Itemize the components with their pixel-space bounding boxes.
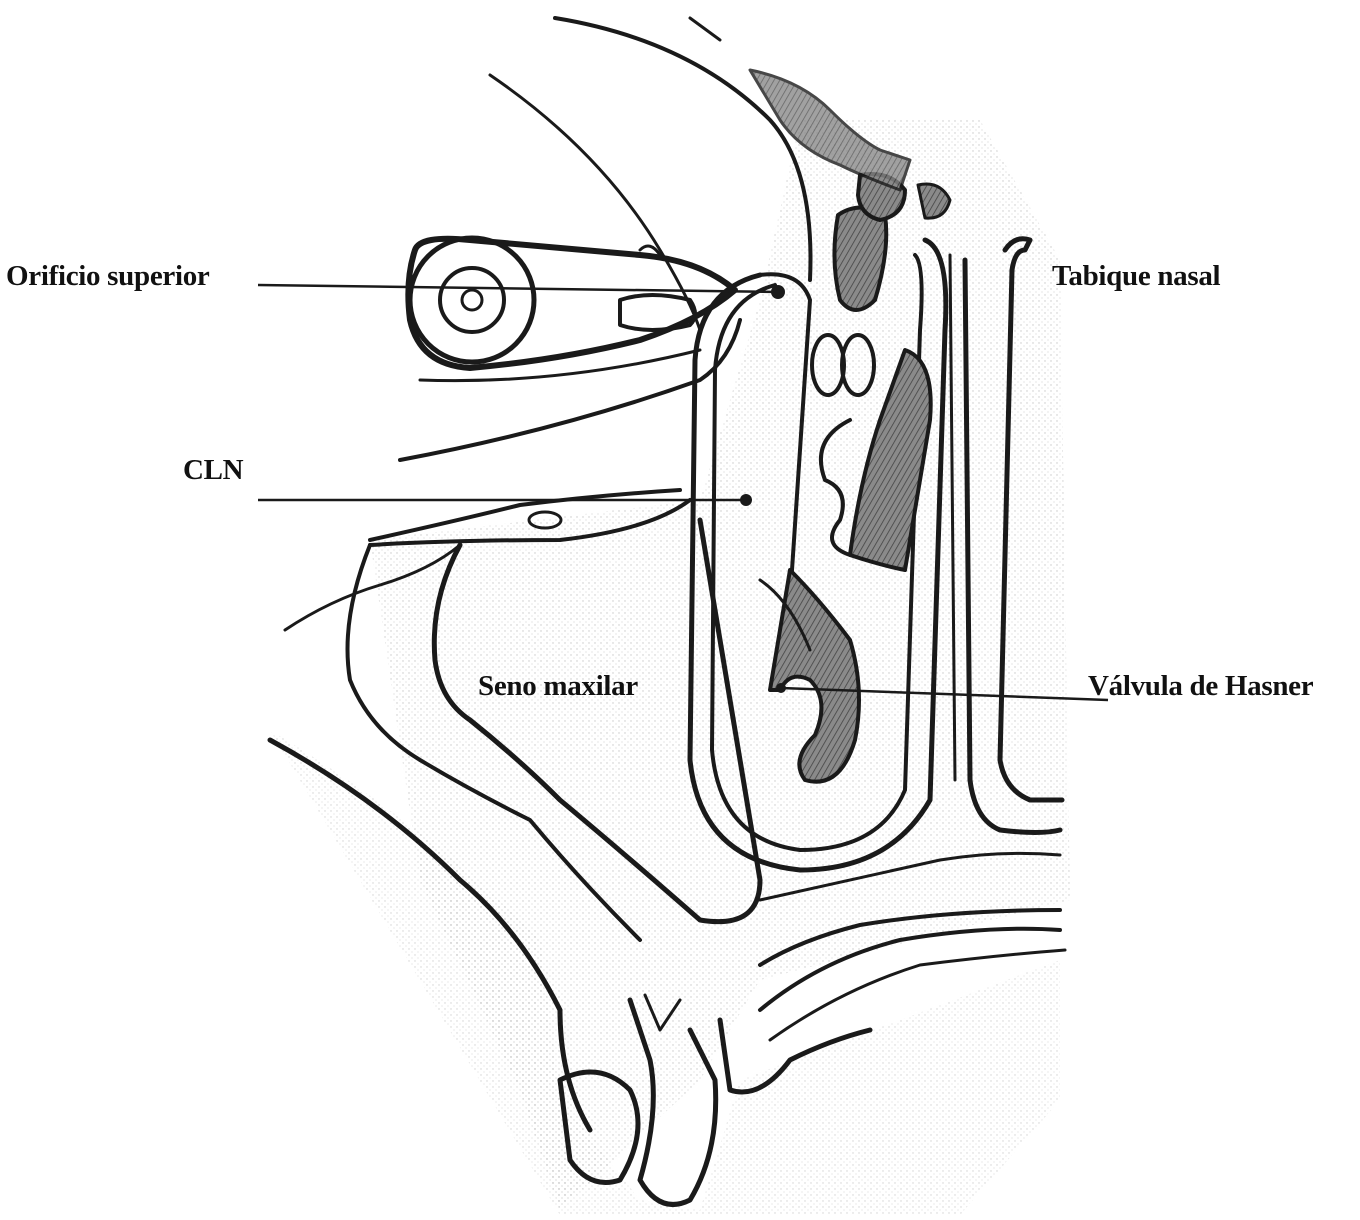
label-valvula-hasner: Válvula de Hasner	[1088, 672, 1313, 701]
label-seno-maxilar: Seno maxilar	[478, 672, 638, 701]
nasal-bone-top	[690, 18, 720, 40]
eye-outer-outline	[408, 239, 735, 368]
lacrimal-canaliculus	[620, 295, 695, 330]
leader-orificio-superior	[258, 285, 780, 292]
frontal-bone-line	[555, 18, 811, 280]
label-cln: CLN	[183, 456, 243, 485]
ethmoid-cell-1	[834, 208, 886, 311]
label-tabique-nasal: Tabique nasal	[1052, 262, 1220, 291]
label-orificio-superior: Orificio superior	[6, 262, 210, 291]
orbital-floor-line	[400, 320, 740, 460]
pupil	[462, 290, 482, 310]
